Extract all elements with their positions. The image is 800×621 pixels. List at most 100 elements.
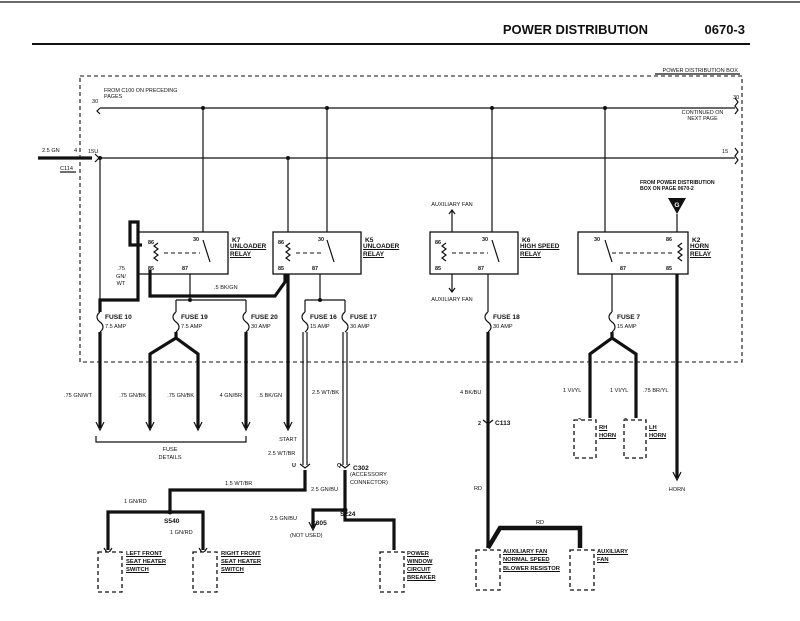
bus-30-break xyxy=(734,97,739,115)
lh-horn xyxy=(623,419,647,459)
relay-k5-pin-30: 30 xyxy=(318,237,324,243)
vi-yl-label-a: 1 VI/YL xyxy=(563,388,581,394)
arrow-down-icon xyxy=(95,421,105,432)
g-connector-label: G xyxy=(674,202,679,209)
fuse-7: FUSE 7 15 AMP xyxy=(608,311,640,333)
relay-k2-pin-86: 86 xyxy=(666,237,672,243)
fuse-18: FUSE 18 30 AMP xyxy=(484,311,520,333)
fuse-icon xyxy=(484,311,492,333)
k7-86-wire xyxy=(98,220,142,312)
aux-fan-bottom-label: AUXILIARY FAN xyxy=(431,297,472,303)
splice-dot xyxy=(603,106,607,110)
horn-arrow xyxy=(672,471,682,482)
vi-yl-lh-wire xyxy=(611,336,638,418)
arrow-up-icon xyxy=(448,209,456,215)
bk-bu-label: 4 BK/BU xyxy=(460,390,481,396)
vi-yl-rh-wire xyxy=(588,332,614,418)
relay-k2-pin-87: 87 xyxy=(620,266,626,272)
gn-bu-label-b: 2.5 GN/BU xyxy=(270,516,297,522)
wt-br-label: 2.5 WT/BR xyxy=(268,451,295,457)
fuse-icon xyxy=(341,311,349,333)
fuse-16: FUSE 16 15 AMP xyxy=(301,311,337,333)
feed-connector: C114 xyxy=(60,166,73,172)
aux-fan-label: AUXILIARY FAN xyxy=(597,549,628,563)
fuse-details-bracket xyxy=(95,436,247,443)
fuse-10-name: FUSE 10 xyxy=(105,314,132,321)
c302-note: (ACCESSORY CONNECTOR) xyxy=(350,472,388,486)
relay-k6-pin-87: 87 xyxy=(478,266,484,272)
bk-gn-wire xyxy=(148,270,287,298)
page-code: 0670-3 xyxy=(705,22,745,37)
bk-gn-label: .5 BK/GN xyxy=(214,285,238,291)
gn-wt-label: .75 GN/ WT xyxy=(116,266,126,287)
fuse-icon xyxy=(242,311,250,333)
s540-splice xyxy=(167,509,173,515)
s540-label: S540 xyxy=(164,518,180,525)
splice-dot xyxy=(325,106,329,110)
auxiliary-fan xyxy=(569,549,595,591)
relay-k5-pin-87: 87 xyxy=(312,266,318,272)
fuse-20: FUSE 20 30 AMP xyxy=(242,311,278,333)
g-connector-icon xyxy=(668,198,686,214)
bus-30-right-label: 30 xyxy=(733,95,739,101)
relay-k2-id: K2 xyxy=(692,237,701,244)
pin-u: U xyxy=(292,463,296,469)
relay-k6-name: HIGH SPEED RELAY xyxy=(520,243,559,258)
fuse-17: FUSE 17 30 AMP xyxy=(341,311,377,333)
fuse-19-amp: 7.5 AMP xyxy=(181,324,202,330)
relay-coil-icon xyxy=(153,242,159,262)
gn-rd-right-wire xyxy=(170,510,205,550)
fuse-icon xyxy=(608,311,616,333)
feed-pin: 4 xyxy=(74,148,77,154)
fuse-icon xyxy=(172,311,180,333)
splice-dot xyxy=(318,298,322,302)
fuse-18-name: FUSE 18 xyxy=(493,314,520,321)
arrow-down-icon xyxy=(448,287,456,293)
fuse-10: FUSE 10 7.5 AMP xyxy=(96,311,132,333)
relay-switch-icon xyxy=(604,239,613,263)
aux-fan-top-label: AUXILIARY FAN xyxy=(431,202,472,208)
right-heater-label: RIGHT FRONT SEAT HEATER SWITCH xyxy=(221,551,261,573)
start-label: START xyxy=(279,437,297,443)
splice-dot xyxy=(286,156,290,160)
fuse-17-name: FUSE 17 xyxy=(350,314,377,321)
fuse-7-amp: 15 AMP xyxy=(617,324,637,330)
relay-k6-pin-86: 86 xyxy=(435,240,441,246)
splice-dot xyxy=(188,298,192,302)
wire-label-2: .75 GN/BK xyxy=(119,393,146,399)
bus-15-label: 15U xyxy=(88,149,98,155)
c113-pin: 2 xyxy=(478,421,481,427)
relay-switch-icon xyxy=(202,239,211,263)
gn-rd-left-wire xyxy=(106,510,170,550)
relay-k6-id: K6 xyxy=(522,237,531,244)
feed-wire-label: 2.5 GN xyxy=(42,148,60,154)
gn-bu-label: 2.5 GN/BU xyxy=(311,487,338,493)
bus-15-break xyxy=(734,147,739,165)
relay-k7-id: K7 xyxy=(232,237,241,244)
pin-q: Q xyxy=(337,463,341,469)
relay-k2-pin-85: 85 xyxy=(666,266,672,272)
wire-label-3: .75 GN/BK xyxy=(167,393,194,399)
c113-label: C113 xyxy=(495,420,511,427)
wire-label-1: .75 GN/WT xyxy=(64,393,93,399)
lh-horn-label: LH HORN xyxy=(649,425,666,439)
bus-30-note: FROM C100 ON PRECEDING PAGES xyxy=(104,88,177,100)
gn-bk-output-1 xyxy=(148,332,178,428)
relay-k5-pin-86: 86 xyxy=(278,240,284,246)
fuse-17-amp: 30 AMP xyxy=(350,324,370,330)
relay-k2: 30 86 85 87 K2 HORN RELAY xyxy=(577,231,711,275)
fuse-19: FUSE 19 7.5 AMP xyxy=(172,311,208,333)
vi-yl-label-b: 1 VI/YL xyxy=(610,388,628,394)
relay-k7-pin-87: 87 xyxy=(182,266,188,272)
wire-label-4: 4 GN/BR xyxy=(220,393,242,399)
left-heater-switch xyxy=(97,551,123,593)
s224-label: S224 xyxy=(340,511,356,518)
pw-breaker-wire xyxy=(343,510,396,550)
relay-k5-name: UNLOADER RELAY xyxy=(363,243,399,258)
fuse-16-amp: 15 AMP xyxy=(310,324,330,330)
fuse-10-amp: 7.5 AMP xyxy=(105,324,126,330)
bus-30-label: 30 xyxy=(92,99,98,105)
fuse-details-text: FUSE DETAILS xyxy=(158,446,182,462)
c305-label: C305 xyxy=(311,520,327,527)
fuse-icon xyxy=(96,311,104,333)
